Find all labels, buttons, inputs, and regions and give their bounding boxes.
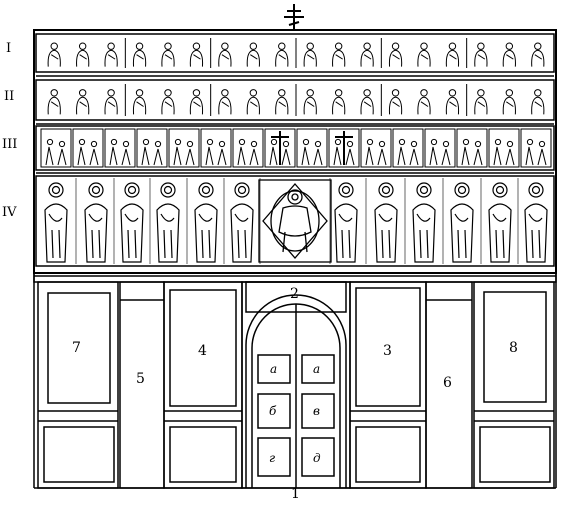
festival-scene bbox=[360, 128, 392, 168]
panel-3 bbox=[349, 281, 427, 489]
standing-saint bbox=[84, 182, 108, 263]
lower-tier bbox=[33, 272, 557, 489]
label-6: 6 bbox=[443, 375, 452, 391]
festival-scene bbox=[232, 128, 264, 168]
festival-scene bbox=[264, 128, 296, 168]
icon-figure bbox=[360, 89, 374, 115]
tier-3-icons bbox=[40, 128, 552, 168]
standing-saint bbox=[230, 182, 254, 263]
festival-scene bbox=[40, 128, 72, 168]
icon-figure bbox=[246, 42, 260, 67]
panel-6 bbox=[425, 281, 473, 489]
label-5: 5 bbox=[136, 371, 145, 387]
festival-scene bbox=[424, 128, 456, 168]
row-label-1: I bbox=[6, 41, 11, 56]
icon-figure bbox=[189, 42, 204, 67]
icon-figure bbox=[132, 42, 147, 67]
icon-figure bbox=[189, 89, 204, 115]
row-label-3: III bbox=[2, 137, 17, 152]
icon-figure bbox=[275, 89, 289, 115]
door-letter-a-right: а bbox=[313, 362, 320, 376]
icon-figure bbox=[104, 42, 118, 67]
icon-figure bbox=[303, 42, 317, 67]
standing-saint bbox=[450, 182, 474, 263]
panel-7 bbox=[37, 281, 119, 489]
icon-figure bbox=[275, 42, 289, 67]
door-letter-b: б bbox=[269, 404, 277, 418]
icon-figure bbox=[502, 42, 516, 67]
festival-scene bbox=[72, 128, 104, 168]
standing-saint bbox=[120, 182, 144, 263]
tier-1-icons bbox=[47, 38, 545, 68]
standing-saint bbox=[488, 182, 512, 263]
standing-saint bbox=[374, 182, 398, 263]
icon-figure bbox=[218, 42, 232, 67]
festival-scene bbox=[456, 128, 488, 168]
standing-saint bbox=[44, 182, 68, 263]
icon-figure bbox=[47, 89, 61, 115]
tier-2-icons bbox=[47, 84, 545, 116]
festival-scene bbox=[488, 128, 520, 168]
panel-4 bbox=[163, 281, 243, 489]
row-label-2: II bbox=[4, 89, 14, 104]
tier-bands bbox=[35, 33, 555, 267]
icon-figure bbox=[161, 42, 175, 67]
festival-scene bbox=[328, 128, 360, 168]
door-letter-g: г bbox=[269, 451, 275, 465]
icon-figure bbox=[474, 42, 488, 67]
festival-scene bbox=[104, 128, 136, 168]
icon-figure bbox=[445, 89, 460, 115]
icon-figure bbox=[531, 89, 545, 115]
standing-saint bbox=[194, 182, 218, 263]
icon-figure bbox=[474, 89, 488, 115]
standing-saint bbox=[334, 182, 358, 263]
icon-figure bbox=[47, 42, 61, 67]
row-label-4: IV bbox=[2, 205, 17, 220]
icon-figure bbox=[132, 89, 147, 115]
standing-saint bbox=[412, 182, 436, 263]
label-1: 1 bbox=[291, 486, 300, 500]
festival-scene bbox=[392, 128, 424, 168]
festival-scene bbox=[200, 128, 232, 168]
label-4: 4 bbox=[198, 343, 207, 359]
label-3: 3 bbox=[383, 343, 392, 359]
door-letter-v: в bbox=[313, 404, 320, 418]
icon-figure bbox=[388, 89, 403, 115]
icon-figure bbox=[388, 42, 403, 67]
christ-in-majesty-icon bbox=[258, 179, 332, 263]
icon-figure bbox=[218, 89, 232, 115]
icon-figure bbox=[76, 89, 90, 115]
door-letter-a-left: а bbox=[270, 362, 277, 376]
icon-figure bbox=[502, 89, 516, 115]
festival-scene bbox=[520, 128, 552, 168]
icon-figure bbox=[76, 42, 90, 67]
royal-doors bbox=[241, 281, 351, 489]
tier-4-icons bbox=[44, 178, 548, 264]
label-7: 7 bbox=[72, 340, 81, 356]
icon-figure bbox=[417, 89, 431, 115]
icon-figure bbox=[332, 89, 346, 115]
icon-figure bbox=[417, 42, 431, 67]
panel-8 bbox=[473, 281, 555, 489]
icon-figure bbox=[246, 89, 260, 115]
cross-icon bbox=[284, 4, 304, 30]
icon-figure bbox=[360, 42, 374, 67]
icon-figure bbox=[445, 42, 460, 67]
standing-saint bbox=[524, 182, 548, 263]
icon-figure bbox=[303, 89, 317, 115]
festival-scene bbox=[296, 128, 328, 168]
festival-scene bbox=[168, 128, 200, 168]
label-8: 8 bbox=[509, 340, 518, 356]
standing-saint bbox=[156, 182, 180, 263]
icon-figure bbox=[531, 42, 545, 67]
icon-figure bbox=[161, 89, 175, 115]
icon-figure bbox=[332, 42, 346, 67]
door-letter-d: д bbox=[313, 451, 321, 465]
festival-scene bbox=[136, 128, 168, 168]
label-2: 2 bbox=[290, 286, 299, 302]
icon-figure bbox=[104, 89, 118, 115]
